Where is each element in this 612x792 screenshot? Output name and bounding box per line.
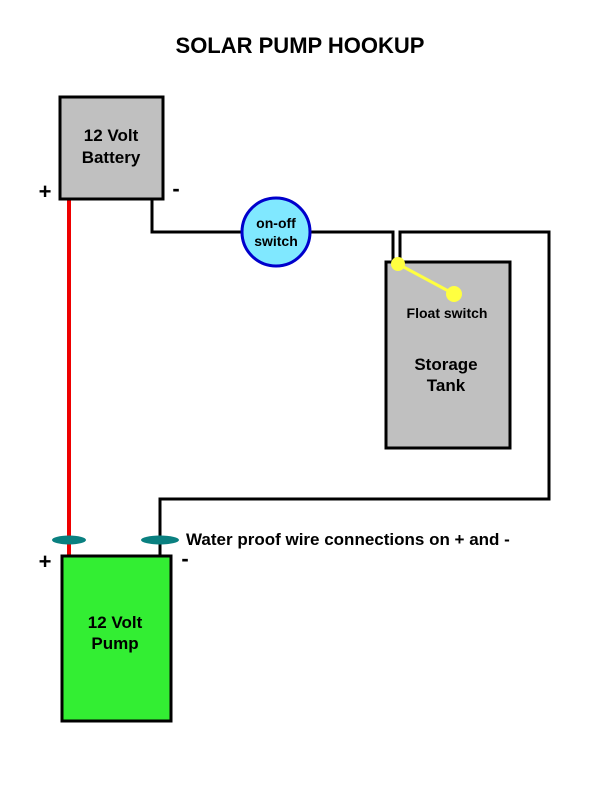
connector-negative [141, 535, 179, 545]
battery-label-line1: 12 Volt [84, 126, 139, 145]
diagram-title: SOLAR PUMP HOOKUP [176, 33, 425, 58]
wire-float-to-pump-minus [158, 230, 551, 556]
pump-minus-terminal: - [181, 546, 188, 571]
float-switch-ball [446, 286, 462, 302]
battery: 12 Volt Battery + - [39, 95, 180, 204]
pump-plus-terminal: + [39, 549, 52, 574]
float-switch-arm [397, 262, 455, 296]
battery-minus-terminal: - [172, 176, 179, 201]
waterproof-connectors [52, 535, 179, 545]
on-off-switch: on-off switch [240, 196, 312, 268]
tank-label-line2: Tank [427, 376, 466, 395]
wiring [67, 199, 551, 556]
storage-tank: Float switch Storage Tank [384, 257, 512, 450]
battery-label-line2: Battery [82, 148, 141, 167]
battery-box [58, 95, 165, 201]
float-switch-label: Float switch [407, 305, 488, 321]
pump-label-line1: 12 Volt [88, 613, 143, 632]
tank-label-line1: Storage [414, 355, 477, 374]
connector-positive [52, 535, 86, 545]
switch-label-line2: switch [254, 233, 298, 249]
battery-plus-terminal: + [39, 179, 52, 204]
wire-switch-to-float [311, 230, 395, 262]
connections-note: Water proof wire connections on + and - [186, 530, 510, 549]
pump: 12 Volt Pump + - [39, 546, 189, 723]
wire-battery-to-switch [150, 199, 242, 234]
pump-label-line2: Pump [91, 634, 138, 653]
float-switch-pivot [391, 257, 405, 271]
on-off-switch-circle [240, 196, 312, 268]
pump-box [60, 554, 173, 723]
switch-label-line1: on-off [256, 215, 296, 231]
